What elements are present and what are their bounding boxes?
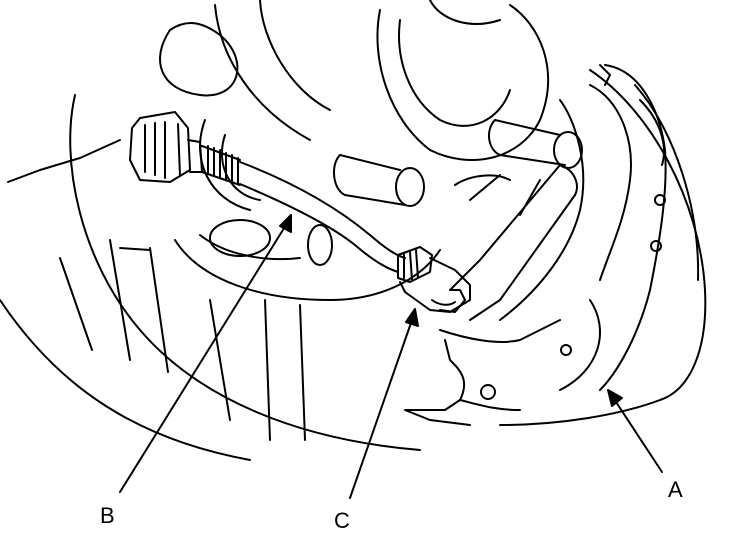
lever-bracket — [404, 164, 578, 426]
hose-fitting-c — [397, 246, 471, 313]
leader-line-b — [119, 214, 292, 493]
leader-line-a — [607, 389, 663, 473]
sensor-hose-b — [239, 161, 406, 273]
callout-label-b: B — [100, 503, 115, 528]
sensor-connector — [129, 111, 241, 186]
callout-label-c: C — [334, 508, 350, 533]
hub-assembly — [159, 0, 583, 301]
callout-label-a: A — [668, 477, 683, 502]
backing-plate — [0, 94, 421, 461]
brake-shoe-a — [499, 64, 707, 426]
leader-line-c — [349, 308, 419, 499]
